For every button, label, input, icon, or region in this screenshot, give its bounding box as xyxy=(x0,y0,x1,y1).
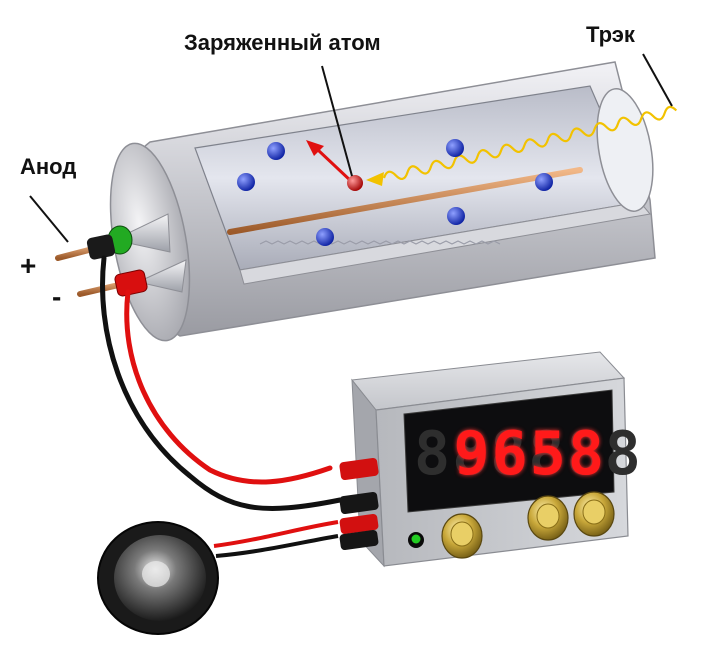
counter-display-value: 9658 xyxy=(453,419,606,489)
atom-leader-line xyxy=(321,65,353,177)
knob-3[interactable] xyxy=(573,491,615,537)
plus-sign-label: + xyxy=(20,250,37,281)
track-label: Трэк xyxy=(586,22,635,47)
track-leader-line xyxy=(642,53,673,107)
power-led-light xyxy=(411,534,421,544)
atom-motion-arrowhead xyxy=(306,140,324,156)
ions xyxy=(237,139,553,246)
atom-motion-arrow xyxy=(316,148,354,184)
ion xyxy=(237,173,255,191)
cathode-cone xyxy=(136,259,187,293)
ion xyxy=(316,228,334,246)
speaker-jack xyxy=(339,513,379,535)
speaker-jack xyxy=(339,529,379,551)
anode-connector xyxy=(86,234,116,260)
charged-atom-label: Заряженный атом xyxy=(184,30,381,55)
counter-display-panel xyxy=(403,389,615,513)
input-jack xyxy=(339,457,379,481)
tube-window xyxy=(596,88,654,212)
red-cable xyxy=(124,289,333,485)
counter-device xyxy=(339,351,629,568)
speaker-dust-cap xyxy=(142,561,170,587)
input-jack xyxy=(339,491,379,515)
central-anode-wire xyxy=(227,167,583,235)
ion xyxy=(535,173,553,191)
speaker xyxy=(97,521,219,635)
speaker-red-cable xyxy=(213,520,339,548)
black-cable xyxy=(100,255,343,511)
ion xyxy=(267,142,285,160)
electron-avalanche xyxy=(259,240,501,245)
cathode-connector xyxy=(114,269,148,297)
speaker-black-cable xyxy=(215,534,339,558)
knob-1[interactable] xyxy=(441,513,483,559)
ion xyxy=(447,207,465,225)
ion xyxy=(446,139,464,157)
counter-display-ghost-digits: 888888 xyxy=(414,419,643,489)
track-arrowhead xyxy=(366,172,384,186)
charged-atom xyxy=(347,175,363,191)
anode-label: Анод xyxy=(20,154,77,179)
knob-2[interactable] xyxy=(527,495,569,541)
geiger-tube xyxy=(109,61,656,342)
anode-leader-line xyxy=(29,195,69,243)
tube-cut-edge xyxy=(239,201,651,285)
minus-sign-label: - xyxy=(52,281,62,312)
track-wave xyxy=(382,105,678,180)
